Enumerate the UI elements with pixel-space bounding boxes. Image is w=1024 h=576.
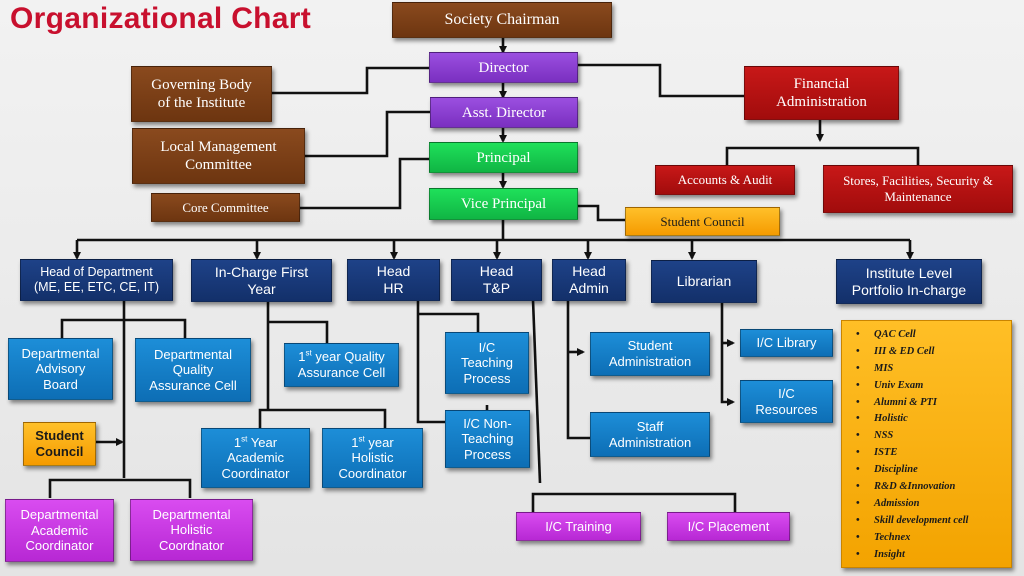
- director-box: Director: [429, 52, 578, 83]
- ic-teaching-process-box: I/C Teaching Process: [445, 332, 529, 394]
- ic-teaching-process-label: I/C Teaching Process: [460, 339, 514, 386]
- head-of-department-box: Head of Department (ME, EE, ETC, CE, IT): [20, 259, 173, 301]
- connector-admin-spine: [566, 300, 590, 440]
- departmental-quality-cell-label: Departmental Quality Assurance Cell: [149, 346, 237, 393]
- connector-tp-spine: [531, 299, 542, 484]
- list-item: •Holistic: [856, 413, 908, 425]
- first-year-holistic-coordinator-box: 1st year Holistic Coordinator: [322, 428, 423, 488]
- portfolio-list-box: •QAC Cell •III & ED Cell •MIS •Univ Exam…: [841, 320, 1012, 568]
- ic-non-teaching-process-box: I/C Non- Teaching Process: [445, 410, 530, 468]
- list-item: •MIS: [856, 362, 894, 374]
- list-item: •Discipline: [856, 464, 918, 476]
- society-chairman-box: Society Chairman: [392, 2, 612, 38]
- ic-non-teaching-process-label: I/C Non- Teaching Process: [461, 415, 514, 462]
- society-chairman-label: Society Chairman: [444, 11, 560, 29]
- connector-library-spine: [720, 300, 735, 406]
- student-council-top-label: Student Council: [660, 213, 745, 229]
- ic-resources-box: I/C Resources: [740, 380, 833, 423]
- list-item: •Technex: [856, 531, 911, 543]
- student-council-dept-label: Student Council: [35, 428, 84, 459]
- portfolio-list: •QAC Cell •III & ED Cell •MIS •Univ Exam…: [842, 321, 1011, 563]
- incharge-first-year-box: In-Charge First Year: [191, 259, 332, 302]
- student-administration-label: Student Administration: [608, 338, 692, 369]
- departmental-holistic-coordinator-label: Departmental Holistic Coordnator: [152, 506, 231, 553]
- first-year-holistic-coordinator-label: 1st year Holistic Coordinator: [338, 434, 407, 481]
- asst-director-label: Asst. Director: [461, 104, 547, 121]
- principal-box: Principal: [429, 142, 578, 173]
- list-item: •Univ Exam: [856, 379, 924, 391]
- departmental-holistic-coordinator-box: Departmental Holistic Coordnator: [130, 499, 253, 561]
- core-committee-box: Core Committee: [151, 193, 300, 222]
- first-year-academic-coordinator-label: 1st Year Academic Coordinator: [221, 434, 290, 481]
- principal-label: Principal: [476, 149, 531, 166]
- financial-administration-box: Financial Administration: [744, 66, 899, 120]
- governing-body-box: Governing Body of the Institute: [131, 66, 272, 122]
- local-management-box: Local Management Committee: [132, 128, 305, 184]
- head-of-department-label: Head of Department (ME, EE, ETC, CE, IT): [33, 265, 159, 294]
- list-item: •Admission: [856, 497, 920, 509]
- list-item: •Skill development cell: [856, 514, 969, 526]
- departmental-advisory-board-box: Departmental Advisory Board: [8, 338, 113, 400]
- librarian-label: Librarian: [676, 273, 732, 290]
- head-tp-box: Head T&P: [451, 259, 542, 301]
- stores-facilities-box: Stores, Facilities, Security & Maintenan…: [823, 165, 1013, 213]
- departmental-academic-coordinator-box: Departmental Academic Coordinator: [5, 499, 114, 562]
- departmental-advisory-board-label: Departmental Advisory Board: [21, 345, 100, 392]
- first-year-quality-cell-label: 1st year Quality Assurance Cell: [297, 349, 386, 380]
- staff-administration-box: Staff Administration: [590, 412, 710, 457]
- asst-director-box: Asst. Director: [430, 97, 578, 128]
- page-title: Organizational Chart: [10, 2, 312, 35]
- head-tp-label: Head T&P: [479, 263, 514, 296]
- student-council-dept-box: Student Council: [23, 422, 96, 466]
- stores-facilities-label: Stores, Facilities, Security & Maintenan…: [843, 173, 993, 204]
- institute-portfolio-label: Institute Level Portfolio In-charge: [851, 264, 967, 298]
- head-admin-box: Head Admin: [552, 259, 626, 301]
- list-item: •ISTE: [856, 447, 898, 459]
- director-label: Director: [478, 59, 529, 76]
- core-committee-label: Core Committee: [182, 199, 269, 215]
- departmental-quality-cell-box: Departmental Quality Assurance Cell: [135, 338, 251, 402]
- connector-finance-split: [725, 146, 920, 166]
- list-item: •R&D &Innovation: [856, 481, 956, 493]
- head-hr-box: Head HR: [347, 259, 440, 301]
- first-year-academic-coordinator-box: 1st Year Academic Coordinator: [201, 428, 310, 488]
- connector-local-management: [305, 110, 430, 158]
- list-item: •III & ED Cell: [856, 345, 935, 357]
- incharge-first-year-label: In-Charge First Year: [214, 263, 309, 297]
- connector-director-finance: [578, 63, 744, 98]
- departmental-academic-coordinator-label: Departmental Academic Coordinator: [20, 507, 99, 554]
- connector-vice-student-council: [578, 204, 625, 222]
- connector-governing-body: [272, 66, 430, 95]
- list-item: •Insight: [856, 548, 905, 560]
- institute-portfolio-box: Institute Level Portfolio In-charge: [836, 259, 982, 304]
- staff-administration-label: Staff Administration: [608, 418, 692, 450]
- student-administration-box: Student Administration: [590, 332, 710, 376]
- head-hr-label: Head HR: [376, 263, 411, 296]
- local-management-label: Local Management Committee: [160, 139, 277, 173]
- librarian-box: Librarian: [651, 260, 757, 303]
- governing-body-label: Governing Body of the Institute: [151, 77, 252, 111]
- student-council-top-box: Student Council: [625, 207, 780, 236]
- accounts-audit-label: Accounts & Audit: [677, 172, 773, 188]
- first-year-quality-cell-box: 1st year Quality Assurance Cell: [284, 343, 399, 387]
- financial-administration-label: Financial Administration: [776, 76, 867, 110]
- ic-training-label: I/C Training: [545, 518, 612, 534]
- head-admin-label: Head Admin: [569, 263, 609, 296]
- ic-placement-box: I/C Placement: [667, 512, 790, 541]
- ic-training-box: I/C Training: [516, 512, 641, 541]
- list-item: •QAC Cell: [856, 329, 916, 340]
- ic-placement-label: I/C Placement: [687, 518, 770, 534]
- connector-hr-spine: [416, 300, 445, 424]
- list-item: •Alumni & PTI: [856, 396, 938, 408]
- ic-resources-label: I/C Resources: [755, 385, 818, 417]
- accounts-audit-box: Accounts & Audit: [655, 165, 795, 195]
- ic-library-box: I/C Library: [740, 329, 833, 357]
- ic-library-label: I/C Library: [756, 335, 817, 351]
- connector-core-committee: [300, 157, 430, 210]
- list-item: •NSS: [856, 430, 894, 442]
- vice-principal-box: Vice Principal: [429, 188, 578, 220]
- vice-principal-label: Vice Principal: [460, 196, 547, 212]
